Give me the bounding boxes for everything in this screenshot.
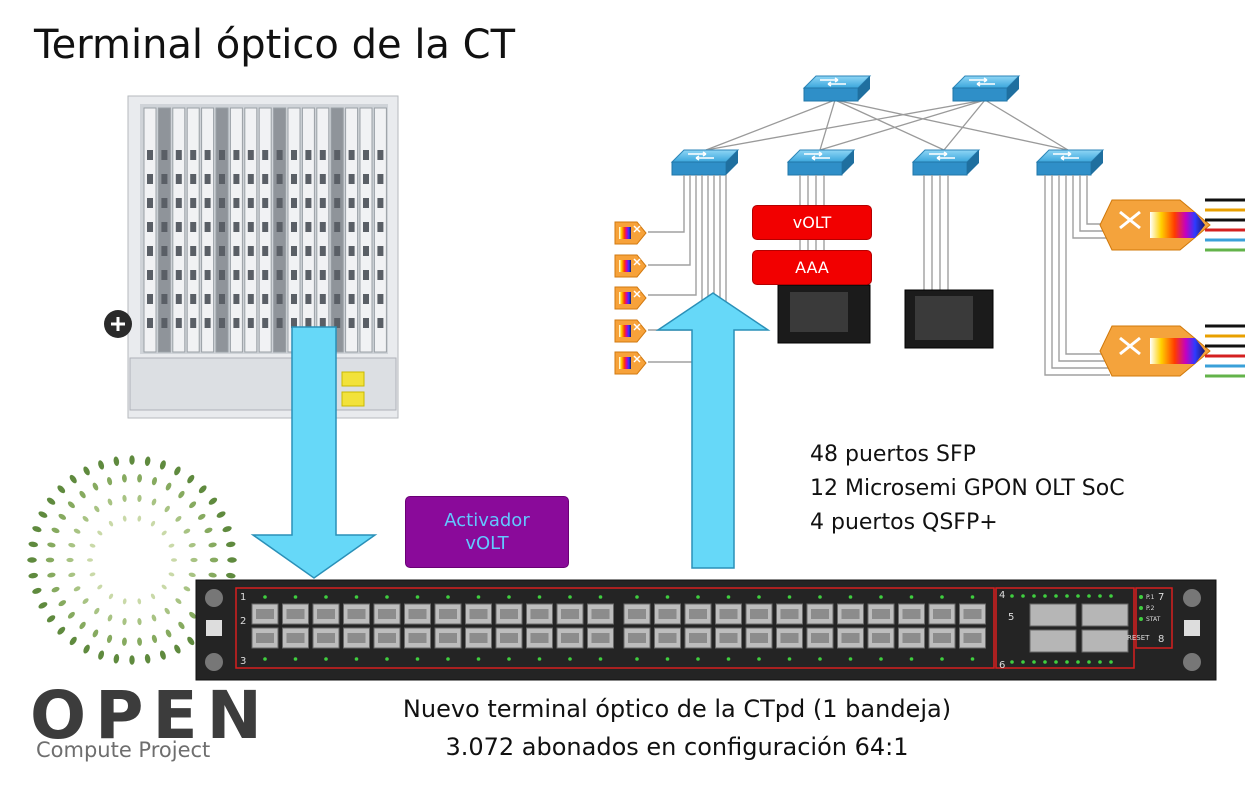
reset-label: RESET bbox=[1127, 634, 1150, 642]
aaa-tag: AAA bbox=[752, 250, 872, 285]
small-onu-stack bbox=[614, 221, 647, 375]
large-onu bbox=[1099, 198, 1245, 252]
port-group-label-3: 3 bbox=[240, 656, 246, 667]
large-onu bbox=[1099, 324, 1245, 378]
activator-line-2: vOLT bbox=[465, 533, 509, 554]
qsfp-port bbox=[1081, 603, 1129, 627]
up-arrow bbox=[655, 292, 771, 569]
spec-list: 48 puertos SFP 12 Microsemi GPON OLT SoC… bbox=[810, 438, 1125, 540]
down-arrow bbox=[250, 326, 378, 579]
spec-item: 12 Microsemi GPON OLT SoC bbox=[810, 476, 1125, 501]
leaf-switch bbox=[912, 149, 980, 176]
bay-label-8: 8 bbox=[1158, 634, 1164, 645]
volt-activator-box: Activador vOLT bbox=[405, 496, 569, 568]
volt-tag: vOLT bbox=[752, 205, 872, 240]
slide-title: Terminal óptico de la CT bbox=[34, 22, 516, 68]
server-rack bbox=[777, 284, 871, 344]
bay-label-7: 7 bbox=[1158, 592, 1164, 603]
legacy-olt-chassis bbox=[104, 95, 399, 419]
qsfp-label-4: 4 bbox=[999, 590, 1005, 601]
led-stat: STAT bbox=[1146, 616, 1161, 623]
spec-item: 4 puertos QSFP+ bbox=[810, 510, 998, 535]
qsfp-port bbox=[1029, 629, 1077, 653]
figure-caption: Nuevo terminal óptico de la CTpd (1 band… bbox=[0, 690, 1254, 766]
leaf-switch bbox=[1036, 149, 1104, 176]
spine-switch bbox=[803, 75, 871, 102]
logo-wordmark: OPEN bbox=[30, 677, 271, 754]
led-p2: P.2 bbox=[1146, 605, 1155, 612]
led-p1: P.1 bbox=[1146, 594, 1155, 601]
qsfp-port bbox=[1081, 629, 1129, 653]
leaf-switch bbox=[787, 149, 855, 176]
leaf-switch bbox=[671, 149, 739, 176]
qsfp-label-6: 6 bbox=[999, 660, 1005, 671]
logo-subtitle: Compute Project bbox=[36, 738, 211, 762]
qsfp-label-5: 5 bbox=[1008, 612, 1014, 623]
port-group-label-2: 2 bbox=[240, 616, 246, 627]
caption-line: 3.072 abonados en configuración 64:1 bbox=[445, 733, 909, 761]
caption-line: Nuevo terminal óptico de la CTpd (1 band… bbox=[402, 695, 952, 723]
server-rack bbox=[904, 289, 994, 349]
activator-line-1: Activador bbox=[444, 510, 530, 531]
qsfp-port bbox=[1029, 603, 1077, 627]
spec-item: 48 puertos SFP bbox=[810, 442, 976, 467]
spine-leaf-network bbox=[614, 75, 1245, 405]
port-group-label-1: 1 bbox=[240, 592, 246, 603]
spine-switch bbox=[952, 75, 1020, 102]
new-olt-switch: 1 2 3 4 5 6 P.1 P.2 STAT 7 RESET 8 bbox=[195, 579, 1217, 681]
